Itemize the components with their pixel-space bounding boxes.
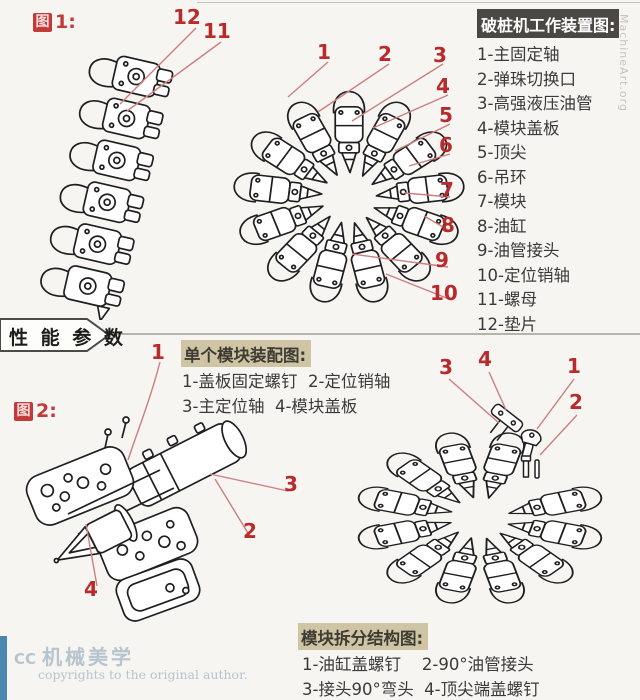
fig2-callout-2: 2 xyxy=(243,519,257,543)
legend-item-2: 2-弹珠切换口 xyxy=(477,69,576,89)
legend-item-9: 9-油管接头 xyxy=(477,241,560,260)
fig1-callout-11: 11 xyxy=(203,19,231,43)
figure1-label-box: 图 xyxy=(33,12,52,32)
assembly-box-line2: 3-主定位轴 4-模块盖板 xyxy=(182,397,358,416)
watermark-logo-text: 机械美学 xyxy=(42,645,135,669)
legend-title: 破桩机工作装置图: xyxy=(477,9,620,38)
module-split-ring-drawing xyxy=(353,403,607,607)
ring2-callout-4: 4 xyxy=(478,347,492,371)
parts-legend: 破桩机工作装置图: 1-主固定轴 2-弹珠切换口 3-高强液压油管 4-模块盖板… xyxy=(477,9,637,337)
fig1-callout-12: 12 xyxy=(173,5,201,29)
watermark-vertical: MachineArt.org xyxy=(617,14,630,112)
figure1-stack-drawing xyxy=(40,55,174,320)
legend-item-1: 1-主固定轴 xyxy=(477,45,560,64)
section-divider xyxy=(98,333,640,335)
fig1-callout-7: 7 xyxy=(440,178,454,202)
left-edge-bar xyxy=(0,636,7,700)
watermark-logo-icon: CC xyxy=(14,650,37,668)
fig2-callout-3: 3 xyxy=(284,472,298,496)
performance-banner-title: 性 能 参 数 xyxy=(9,327,126,349)
split-box-line2: 3-接头90°弯头 4-顶尖端盖螺钉 xyxy=(302,680,540,699)
fig1-callout-2: 2 xyxy=(378,42,392,66)
figure1-label-num: 1: xyxy=(55,11,76,33)
legend-item-11: 11-螺母 xyxy=(477,290,537,309)
legend-item-6: 6-吊环 xyxy=(477,167,527,187)
legend-item-3: 3-高强液压油管 xyxy=(477,94,593,113)
figure2-label-box: 图 xyxy=(14,401,33,421)
assembly-box-line1: 1-盖板固定螺钉 2-定位销轴 xyxy=(182,372,391,391)
watermark-copyright: copyrights to the original author. xyxy=(38,667,248,682)
legend-item-8: 8-油缸 xyxy=(477,216,527,236)
fig1-callout-5: 5 xyxy=(439,103,453,127)
watermark-logo: CC 机械美学 xyxy=(14,641,134,670)
fig1-callout-10: 10 xyxy=(430,281,458,305)
legend-item-5: 5-顶尖 xyxy=(477,143,527,162)
split-box-title: 模块拆分结构图: xyxy=(298,623,429,650)
legend-item-4: 4-模块盖板 xyxy=(477,118,560,138)
assembly-box-title: 单个模块装配图: xyxy=(181,340,312,367)
figure2-module-drawing xyxy=(25,416,248,622)
ring2-callout-1: 1 xyxy=(567,354,581,378)
top-rule xyxy=(197,2,640,3)
figure2-label: 图 2: xyxy=(14,400,57,422)
ring2-callout-3: 3 xyxy=(439,355,453,379)
fig1-callout-1: 1 xyxy=(317,40,331,64)
performance-banner-shape xyxy=(0,318,111,352)
fig2-callout-4: 4 xyxy=(84,577,98,601)
fig1-callout-8: 8 xyxy=(441,213,455,237)
legend-item-7: 7-模块 xyxy=(477,192,527,211)
legend-list: 1-主固定轴 2-弹珠切换口 3-高强液压油管 4-模块盖板 5-顶尖 6-吊环… xyxy=(477,43,637,337)
legend-item-10: 10-定位销轴 xyxy=(477,265,570,285)
ring2-callout-2: 2 xyxy=(569,390,583,414)
split-box-line1: 1-油缸盖螺钉 2-90°油管接头 xyxy=(302,655,534,674)
fig2-callout-1: 1 xyxy=(151,340,165,364)
fig1-callout-9: 9 xyxy=(435,248,449,272)
fig1-callout-6: 6 xyxy=(439,133,453,157)
fig1-callout-4: 4 xyxy=(436,74,450,98)
figure2-label-num: 2: xyxy=(36,400,57,422)
figure1-label: 图 1: xyxy=(33,11,76,33)
legend-item-12: 12-垫片 xyxy=(477,314,537,334)
fig1-callout-3: 3 xyxy=(433,43,447,67)
